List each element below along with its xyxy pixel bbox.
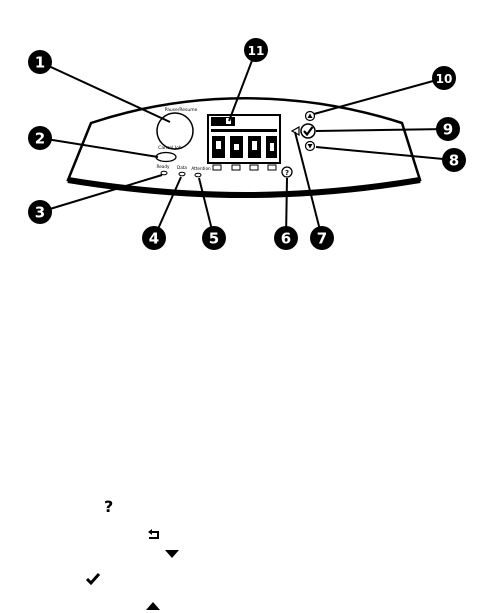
data-light-label: Data bbox=[177, 165, 187, 170]
display-highlight-bar bbox=[211, 117, 235, 126]
up-arrow-legend-shape bbox=[146, 602, 160, 610]
display-gap-4 bbox=[270, 143, 274, 151]
leader-3 bbox=[39, 174, 163, 213]
leader-2 bbox=[39, 137, 159, 158]
pause-resume-label: Pause/Resume bbox=[165, 107, 198, 113]
display-highlight-cursor bbox=[226, 118, 231, 124]
callout-3-number: 3 bbox=[35, 204, 45, 222]
callout-9-number: 9 bbox=[443, 121, 453, 139]
callout-7-badge bbox=[310, 226, 334, 250]
display-text-line-1 bbox=[211, 129, 277, 132]
panel-bottom-edge bbox=[67, 177, 421, 198]
callout-leaders bbox=[39, 49, 455, 239]
legend-up-arrow-icon bbox=[146, 602, 160, 610]
legend-checkmark-icon bbox=[86, 573, 100, 586]
leader-1 bbox=[39, 61, 171, 123]
callout-1-number: 1 bbox=[35, 54, 45, 72]
attention-light bbox=[194, 172, 202, 178]
callout-badges: 1 2 3 4 5 6 7 8 9 10 11 bbox=[28, 38, 466, 250]
ready-light bbox=[160, 170, 168, 176]
numeric-key-1 bbox=[212, 164, 222, 171]
callout-8-number: 8 bbox=[449, 152, 459, 170]
callout-6-badge bbox=[274, 226, 298, 250]
callout-6-number: 6 bbox=[281, 230, 291, 248]
callout-4-number: 4 bbox=[149, 230, 159, 248]
cancel-job-label: Cancel Job bbox=[158, 145, 182, 151]
callout-10-number: 10 bbox=[436, 72, 453, 86]
callout-5-number: 5 bbox=[209, 230, 219, 248]
data-light bbox=[178, 171, 186, 177]
leader-10 bbox=[313, 77, 445, 115]
legend-help-glyph: ? bbox=[104, 497, 114, 516]
leader-9 bbox=[315, 128, 449, 132]
callout-2-badge bbox=[28, 126, 52, 150]
numeric-key-3 bbox=[249, 164, 259, 171]
callout-8-badge bbox=[442, 148, 466, 172]
leader-8 bbox=[315, 146, 455, 161]
numeric-key-2 bbox=[231, 164, 241, 171]
pause-resume-button bbox=[156, 112, 194, 150]
back-arrow-legend-shape bbox=[148, 529, 159, 539]
down-arrow-legend-shape bbox=[165, 550, 179, 558]
callout-4-badge bbox=[142, 226, 166, 250]
callout-3-badge bbox=[28, 200, 52, 224]
leader-11 bbox=[228, 49, 257, 122]
legend-help-icon: ? bbox=[104, 497, 113, 516]
checkmark-icon bbox=[303, 126, 314, 137]
callout-11-number: 11 bbox=[248, 44, 265, 58]
callout-10-badge bbox=[432, 66, 456, 90]
callout-1-badge bbox=[28, 50, 52, 74]
numeric-key-4 bbox=[267, 164, 277, 171]
help-button-symbol: ? bbox=[285, 169, 289, 177]
callout-2-number: 2 bbox=[35, 130, 45, 148]
cancel-job-button bbox=[155, 151, 177, 163]
help-button bbox=[281, 166, 293, 178]
display-gap-3 bbox=[252, 141, 257, 150]
legend-back-icon bbox=[148, 529, 159, 539]
leader-7 bbox=[294, 131, 323, 239]
callout-5-badge bbox=[202, 226, 226, 250]
callout-9-badge bbox=[436, 117, 460, 141]
select-button bbox=[300, 123, 316, 139]
up-arrow-icon bbox=[307, 113, 313, 118]
legend-down-arrow-icon bbox=[165, 550, 179, 558]
callout-7-number: 7 bbox=[317, 230, 327, 248]
display-gap-1 bbox=[216, 141, 221, 149]
checkmark-legend-shape bbox=[86, 573, 100, 586]
callout-11-badge bbox=[244, 38, 268, 62]
attention-light-label: Attention bbox=[191, 166, 211, 171]
down-arrow-icon bbox=[307, 144, 313, 149]
ready-light-label: Ready bbox=[157, 164, 171, 169]
display-gap-2 bbox=[234, 144, 239, 150]
